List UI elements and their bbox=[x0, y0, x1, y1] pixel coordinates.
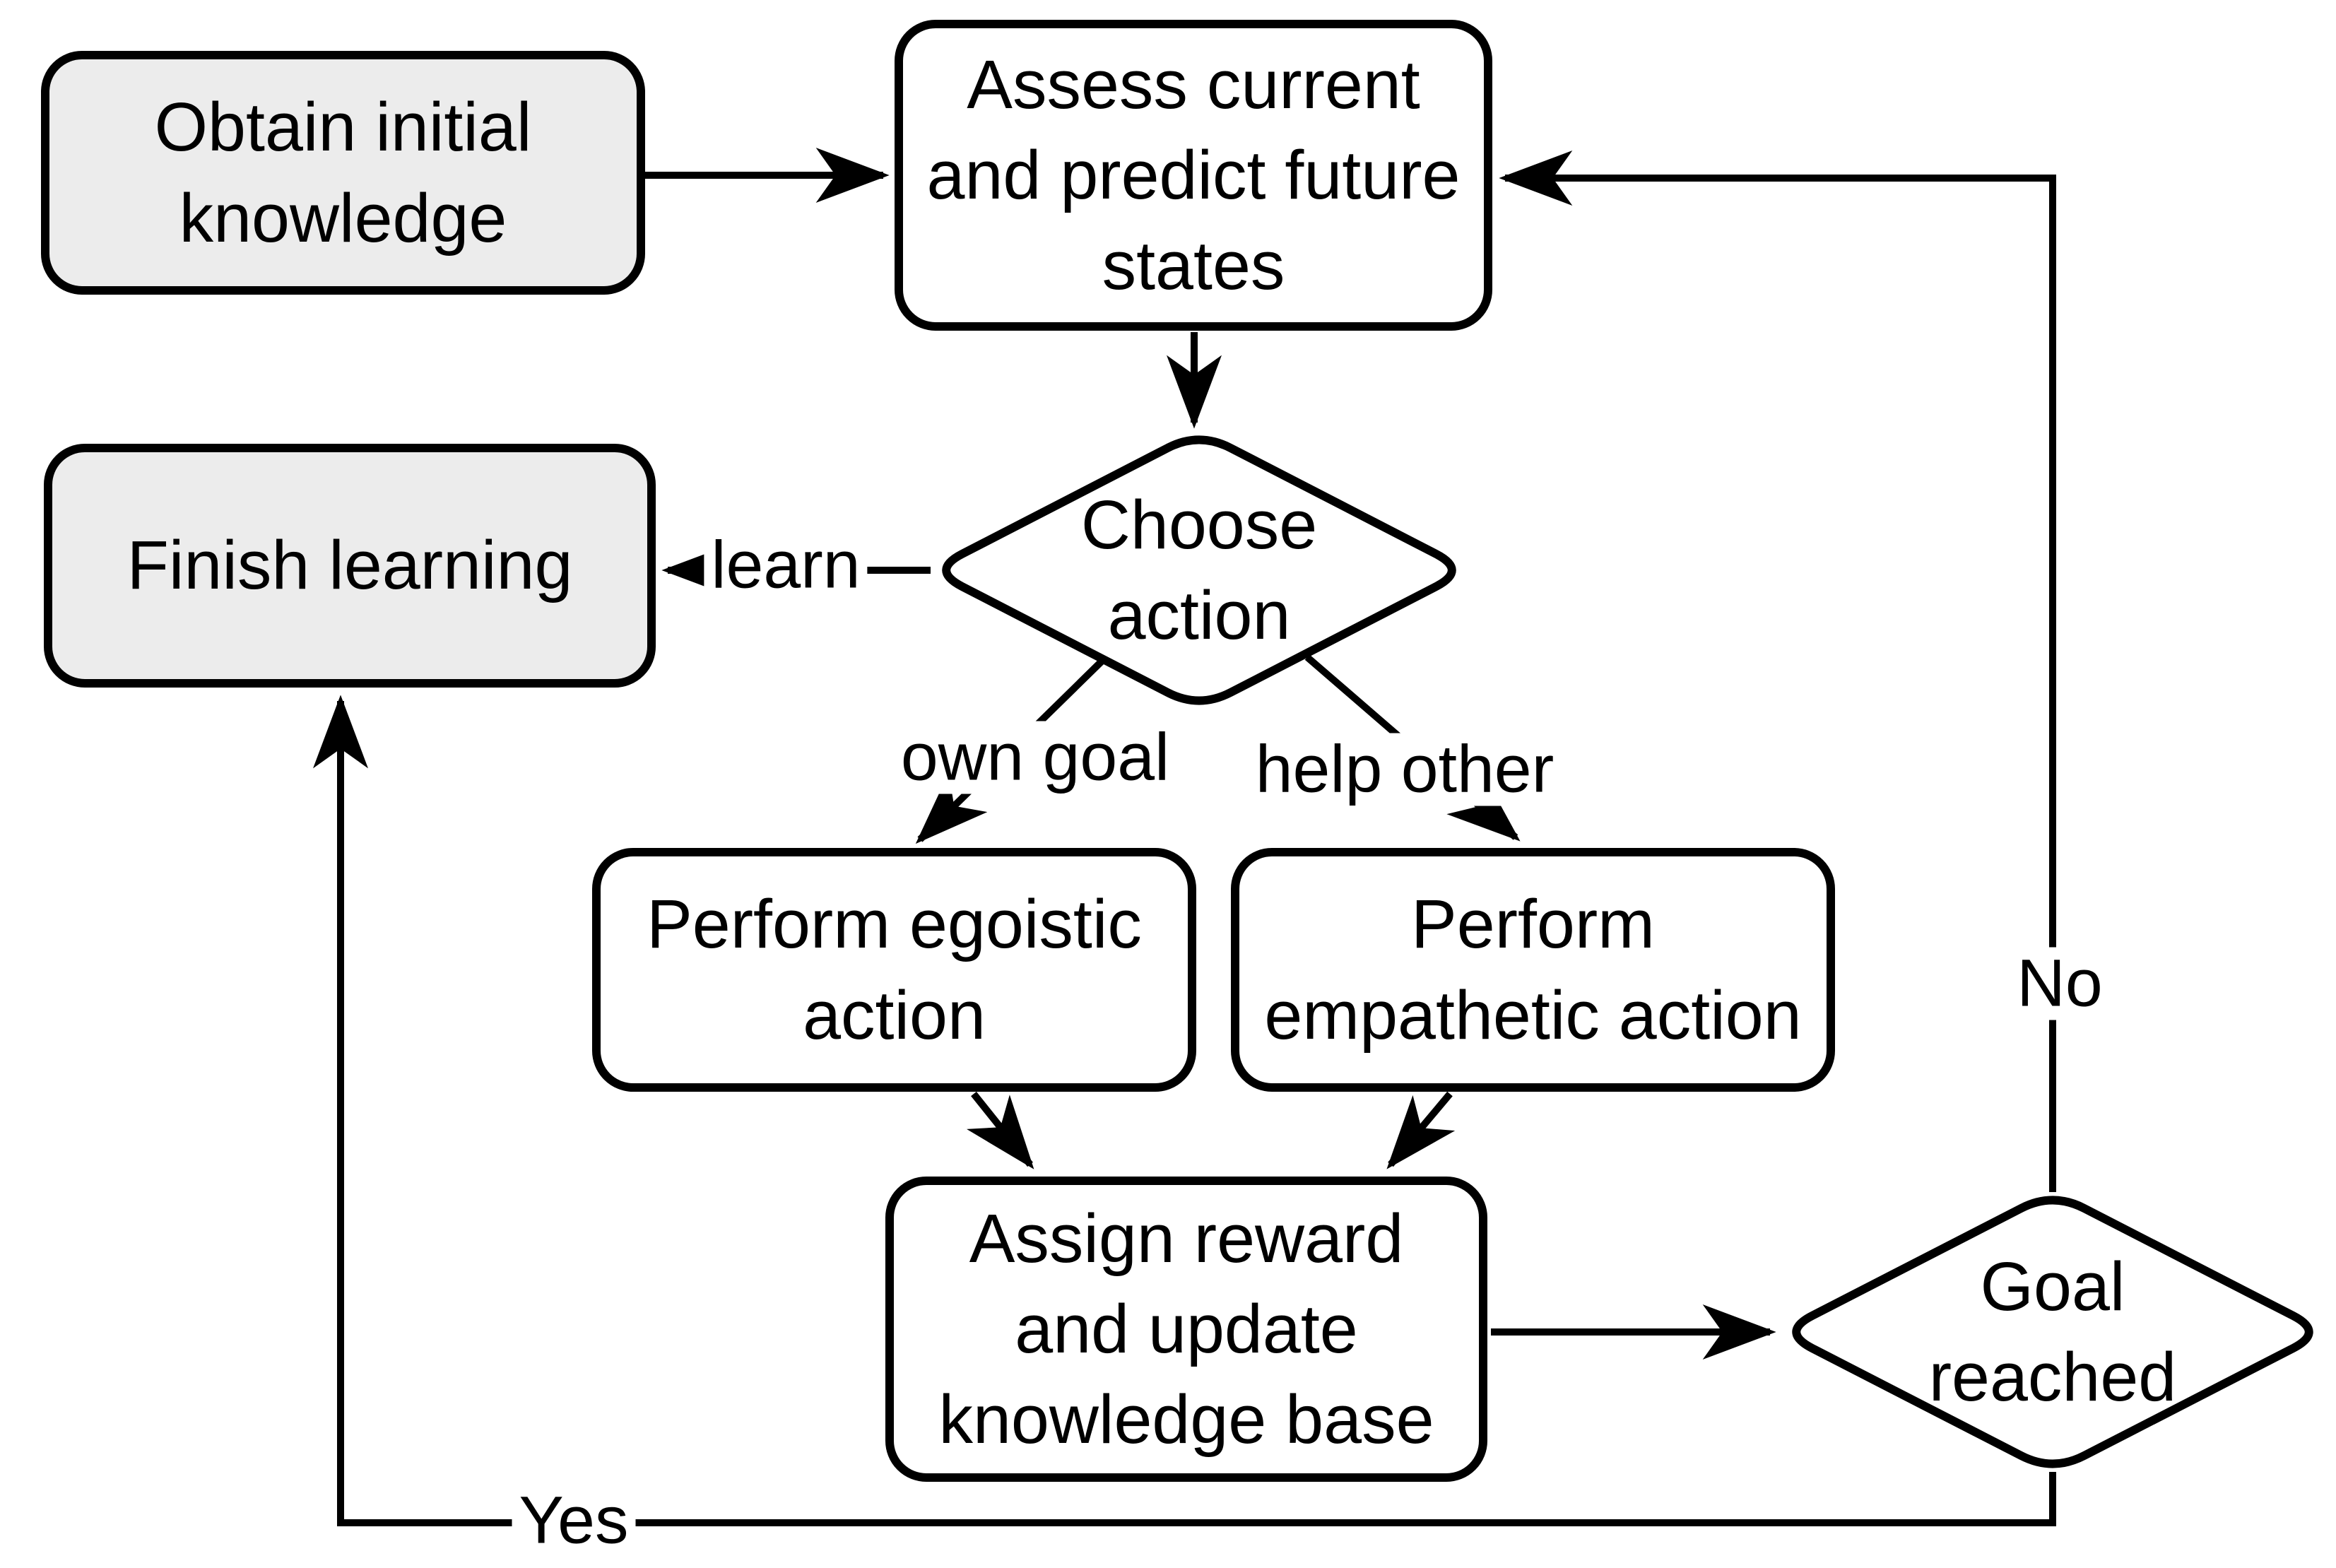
decision-choose-action-shape bbox=[942, 435, 1456, 705]
edge-empathetic-to-assign bbox=[1386, 1091, 1456, 1169]
node-finish-label: Finish learning bbox=[126, 526, 573, 604]
node-finish-learning: Finish learning bbox=[44, 444, 656, 688]
node-assess-states: Assess current and predict future states bbox=[895, 20, 1492, 331]
node-assess-label: Assess current and predict future states bbox=[926, 45, 1461, 305]
node-egoistic-label: Perform egoistic action bbox=[647, 885, 1142, 1054]
edge-label-learn: learn bbox=[704, 529, 868, 602]
edge-goal-yes-to-finish bbox=[313, 695, 2056, 1526]
node-perform-egoistic-action: Perform egoistic action bbox=[592, 848, 1196, 1092]
edge-label-help-other: help other bbox=[1248, 733, 1562, 806]
node-obtain-label: Obtain initial knowledge bbox=[154, 88, 532, 257]
edge-goal-no-to-assess bbox=[1499, 151, 2056, 1192]
decision-goal-reached-shape bbox=[1792, 1196, 2313, 1468]
edge-label-own-goal: own goal bbox=[893, 721, 1177, 794]
node-perform-empathetic-action: Perform empathetic action bbox=[1231, 848, 1835, 1092]
node-assign-reward-update: Assign reward and update knowledge base bbox=[885, 1177, 1487, 1482]
node-assign-label: Assign reward and update knowledge base bbox=[938, 1199, 1434, 1458]
node-empathetic-label: Perform empathetic action bbox=[1264, 885, 1802, 1054]
edge-label-yes: Yes bbox=[512, 1484, 636, 1557]
decision-choose-action-label: Choose action bbox=[1080, 485, 1318, 654]
node-obtain-initial-knowledge: Obtain initial knowledge bbox=[41, 51, 645, 295]
edge-label-no: No bbox=[2010, 947, 2110, 1020]
edge-egoistic-to-assign bbox=[966, 1091, 1034, 1169]
decision-goal-reached-label: Goal reached bbox=[1928, 1247, 2177, 1415]
